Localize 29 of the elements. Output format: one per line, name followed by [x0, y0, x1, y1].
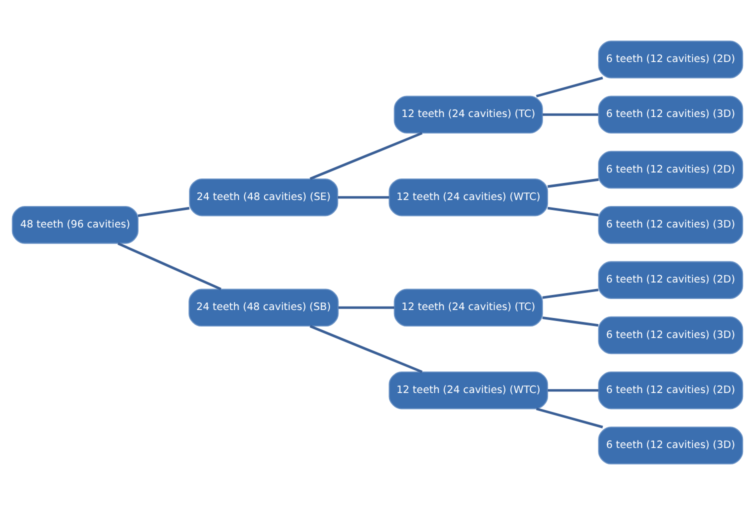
node-box: 48 teeth (96 cavities)	[12, 206, 138, 244]
connector	[542, 288, 599, 299]
connector	[338, 306, 394, 309]
node-box: 6 teeth (12 cavities) (2D)	[598, 150, 744, 189]
node-box: 6 teeth (12 cavities) (3D)	[598, 426, 744, 464]
connector	[542, 113, 598, 116]
connector	[536, 408, 604, 428]
node-box: 6 teeth (12 cavities) (2D)	[598, 40, 744, 78]
connector	[118, 242, 222, 290]
node-box: 24 teeth (48 cavities) (SE)	[189, 178, 338, 216]
node-box: 6 teeth (12 cavities) (2D)	[598, 371, 744, 410]
node-box: 6 teeth (12 cavities) (3D)	[598, 316, 744, 354]
node-box: 12 teeth (24 cavities) (WTC)	[388, 178, 548, 216]
connector	[310, 132, 423, 180]
node-box: 24 teeth (48 cavities) (SB)	[188, 288, 339, 327]
node-box: 6 teeth (12 cavities) (2D)	[598, 261, 744, 299]
node-box: 12 teeth (24 cavities) (WTC)	[388, 371, 548, 410]
node-box: 6 teeth (12 cavities) (3D)	[598, 96, 744, 134]
node-box: 6 teeth (12 cavities) (3D)	[598, 206, 744, 244]
connector	[310, 325, 423, 374]
node-box: 12 teeth (24 cavities) (TC)	[394, 96, 543, 134]
connector	[536, 76, 604, 98]
connector	[548, 206, 599, 216]
node-box: 12 teeth (24 cavities) (TC)	[394, 288, 543, 327]
connector	[548, 389, 599, 392]
connector	[542, 316, 599, 327]
connector	[338, 196, 390, 199]
connector	[138, 206, 190, 218]
connector	[548, 178, 599, 188]
